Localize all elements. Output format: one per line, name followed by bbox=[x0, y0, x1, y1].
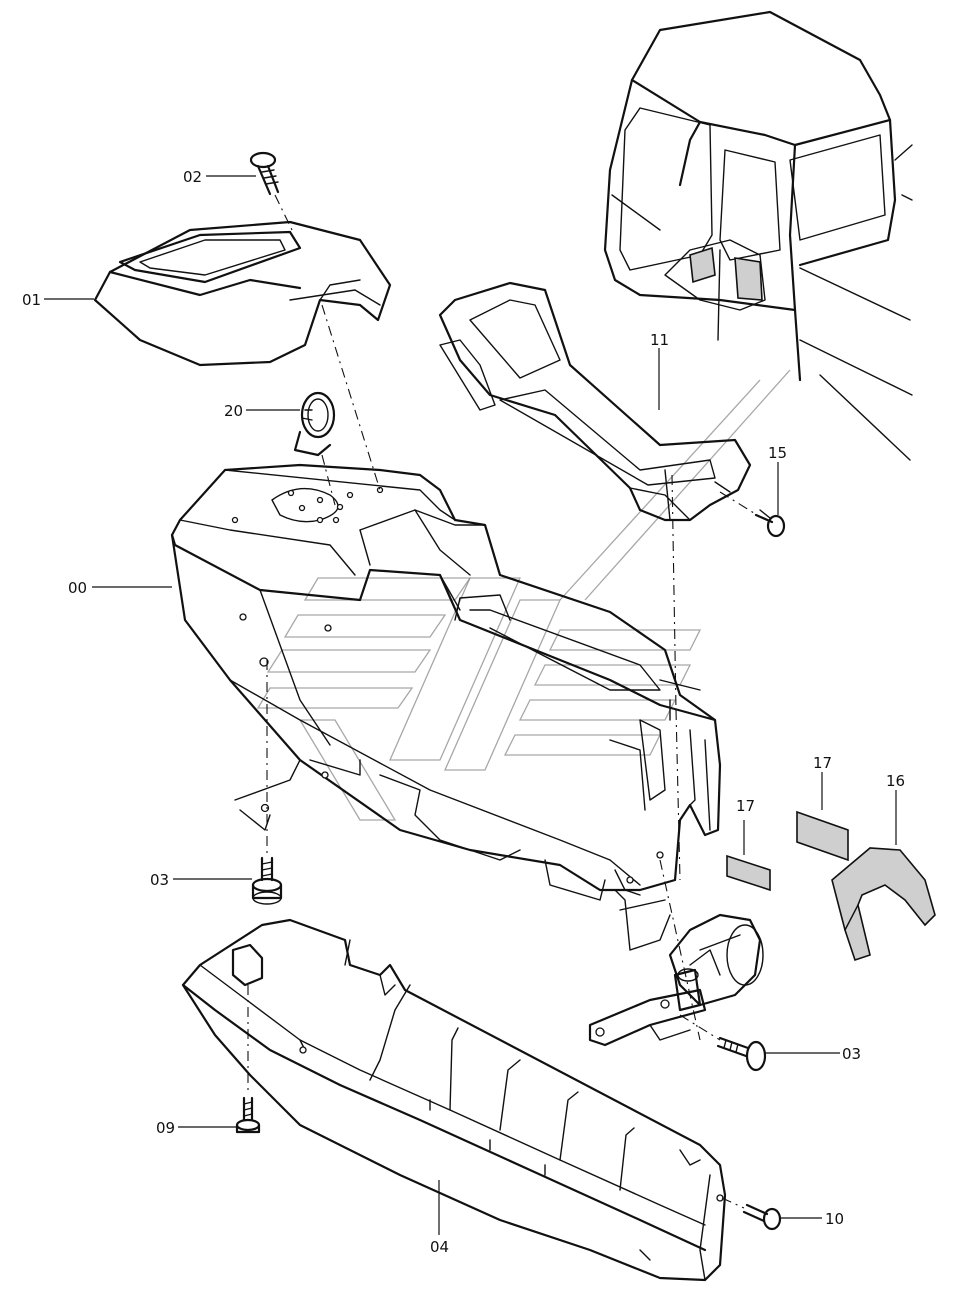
callout-20: 20 bbox=[224, 402, 243, 420]
callout-02: 02 bbox=[183, 168, 202, 186]
part-17-foam-pad-small bbox=[726, 854, 771, 892]
part-03-bolt-left bbox=[251, 660, 283, 905]
callout-03-right: 03 bbox=[842, 1045, 861, 1063]
part-00-console-body bbox=[170, 304, 722, 901]
part-11-armrest-frame bbox=[438, 281, 763, 711]
excavator-cab-illustration bbox=[603, 10, 913, 461]
callout-17-small: 17 bbox=[736, 797, 755, 815]
part-17-foam-pad-large bbox=[796, 810, 849, 862]
callout-00: 00 bbox=[68, 579, 87, 597]
part-02-screw bbox=[249, 151, 293, 231]
part-01-top-cover bbox=[93, 220, 392, 367]
callout-01: 01 bbox=[22, 291, 41, 309]
callout-labels: 02 01 20 11 15 00 17 17 16 03 03 09 04 1… bbox=[22, 168, 905, 1256]
part-04-lower-tray bbox=[181, 918, 727, 1282]
callout-15: 15 bbox=[768, 444, 787, 462]
part-09-bolt bbox=[235, 985, 261, 1134]
callout-04: 04 bbox=[430, 1238, 449, 1256]
part-15-screw bbox=[754, 509, 786, 538]
callout-16: 16 bbox=[886, 772, 905, 790]
callout-11: 11 bbox=[650, 331, 669, 349]
callout-03-left: 03 bbox=[150, 871, 169, 889]
part-16-u-foam bbox=[831, 847, 936, 962]
callout-09: 09 bbox=[156, 1119, 175, 1137]
watermark-logo bbox=[256, 369, 791, 821]
part-10-screw bbox=[721, 1197, 782, 1231]
callout-17-large: 17 bbox=[813, 754, 832, 772]
callout-10: 10 bbox=[825, 1210, 844, 1228]
leader-lines bbox=[44, 175, 897, 1235]
mounting-bracket-assembly bbox=[588, 709, 764, 1047]
part-03-bolt-right bbox=[679, 1014, 767, 1072]
